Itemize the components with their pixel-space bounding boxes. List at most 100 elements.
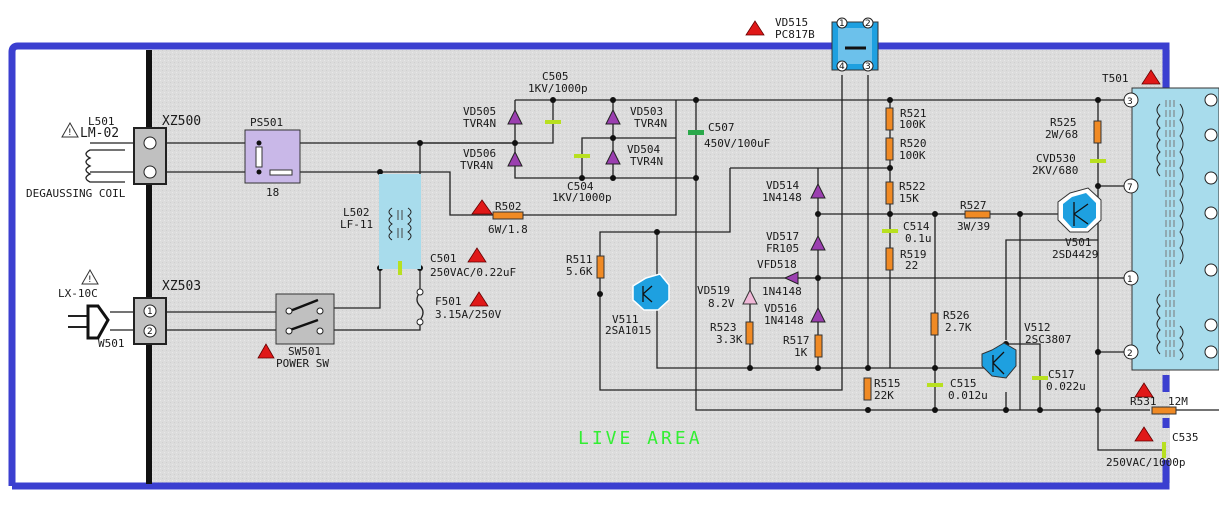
capacitor-c517 xyxy=(1032,376,1048,380)
diode-vd503 xyxy=(605,108,621,125)
resistor-r511 xyxy=(596,255,605,279)
r520-ref: R520 xyxy=(900,137,927,150)
transistor-v512 xyxy=(981,342,1017,379)
c517-ref: C517 xyxy=(1048,368,1075,381)
c504-ref: C504 xyxy=(567,180,594,193)
vd505-part: TVR4N xyxy=(463,117,496,130)
isolation-divider xyxy=(146,50,152,484)
cvd530-ref: CVD530 xyxy=(1036,152,1076,165)
c507-value: 450V/100uF xyxy=(704,137,770,150)
c514-ref: C514 xyxy=(903,220,930,233)
vd503-part: TVR4N xyxy=(634,117,667,130)
t501-pin7: 7 xyxy=(1127,183,1133,193)
optocoupler-vd515 xyxy=(831,17,879,72)
resistor-r523 xyxy=(745,321,754,345)
r511-ref: R511 xyxy=(566,253,593,266)
transformer-t501 xyxy=(1123,87,1219,371)
c515-value: 0.012u xyxy=(948,389,988,402)
r515-ref: R515 xyxy=(874,377,901,390)
ps501-value: 18 xyxy=(266,186,279,199)
f501-value: 3.15A/250V xyxy=(435,308,502,321)
warning-icon xyxy=(467,247,487,263)
r519-ref: R519 xyxy=(900,248,927,261)
xz503-pin2: 2 xyxy=(147,327,153,337)
v511-ref: V511 xyxy=(612,313,639,326)
svg-text:!: ! xyxy=(88,275,92,285)
t501-pin3: 3 xyxy=(1127,97,1133,107)
r523-value: 3.3K xyxy=(716,333,743,346)
c507-ref: C507 xyxy=(708,121,735,134)
c505-value: 1KV/1000p xyxy=(528,82,588,95)
vd503-ref: VD503 xyxy=(630,105,663,118)
vd515-ref: VD515 xyxy=(775,16,808,29)
r531-ref: R531 xyxy=(1130,395,1157,408)
l501-ref: L501 xyxy=(88,115,115,128)
warning-icon: ! xyxy=(61,121,79,138)
vd515-pin3: 3 xyxy=(865,62,871,72)
c515-ref: C515 xyxy=(950,377,977,390)
c501-ref: C501 xyxy=(430,252,457,265)
power-plug-icon xyxy=(68,304,110,340)
connector-xz503 xyxy=(133,297,167,345)
w501-ref: W501 xyxy=(98,337,125,350)
transistor-symbol xyxy=(642,285,653,303)
resistor-r521 xyxy=(885,107,894,131)
l502-line-filter xyxy=(379,174,421,275)
l501-part: LM-02 xyxy=(80,126,119,141)
resistor-r531 xyxy=(1151,406,1177,415)
r511-value: 5.6K xyxy=(566,265,593,278)
r523-ref: R523 xyxy=(710,321,737,334)
t501-pin1: 1 xyxy=(1127,275,1133,285)
vd516-part: 1N4148 xyxy=(764,314,804,327)
r517-ref: R517 xyxy=(783,334,810,347)
degaussing-coil-l501 xyxy=(85,149,125,183)
v501-part: 2SD4429 xyxy=(1052,248,1098,261)
live-area-background xyxy=(150,50,1170,483)
f501-ref: F501 xyxy=(435,295,462,308)
r502-ref: R502 xyxy=(495,200,522,213)
diode-vd506 xyxy=(507,150,523,167)
capacitor-c535 xyxy=(1162,442,1166,458)
c535-value: 250VAC/1000p xyxy=(1106,456,1185,469)
c517-value: 0.022u xyxy=(1046,380,1086,393)
warning-icon xyxy=(469,291,489,307)
transistor-symbol xyxy=(992,351,1005,375)
r521-value: 100K xyxy=(899,118,926,131)
diode-vfd518 xyxy=(783,271,799,285)
zener-vd519 xyxy=(742,288,758,305)
fuse-f501 xyxy=(416,288,424,326)
warning-icon xyxy=(1134,382,1154,398)
v512-part: 2SC3807 xyxy=(1025,333,1071,346)
r521-ref: R521 xyxy=(900,107,927,120)
v511-part: 2SA1015 xyxy=(605,324,651,337)
capacitor-c507 xyxy=(688,130,704,135)
warning-icon xyxy=(471,199,493,215)
r517-value: 1K xyxy=(794,346,808,359)
vd517-part: FR105 xyxy=(766,242,799,255)
area-border-seg xyxy=(12,460,1170,490)
r531-value: 12M xyxy=(1168,395,1188,408)
warning-icon xyxy=(1141,69,1161,85)
ps501-block xyxy=(244,129,301,184)
r525-ref: R525 xyxy=(1050,116,1077,129)
r527-ref: R527 xyxy=(960,199,987,212)
c535-ref: C535 xyxy=(1172,431,1199,444)
vd517-ref: VD517 xyxy=(766,230,799,243)
v512-ref: V512 xyxy=(1024,321,1051,334)
capacitor-c515 xyxy=(927,383,943,387)
resistor-r517 xyxy=(814,334,823,358)
r515-value: 22K xyxy=(874,389,894,402)
vfd518-part: 1N4148 xyxy=(762,285,802,298)
c505-ref: C505 xyxy=(542,70,569,83)
area-border xyxy=(8,42,1170,486)
capacitor-c505 xyxy=(545,120,561,124)
diode-vd517 xyxy=(810,234,826,251)
c514-value: 0.1u xyxy=(905,232,932,245)
transistor-v511 xyxy=(632,273,670,311)
vfd518-ref: VFD518 xyxy=(757,258,797,271)
diode-vd505 xyxy=(507,108,523,125)
t501-pin2: 2 xyxy=(1127,349,1133,359)
r527-value: 3W/39 xyxy=(957,220,990,233)
c504-value: 1KV/1000p xyxy=(552,191,612,204)
